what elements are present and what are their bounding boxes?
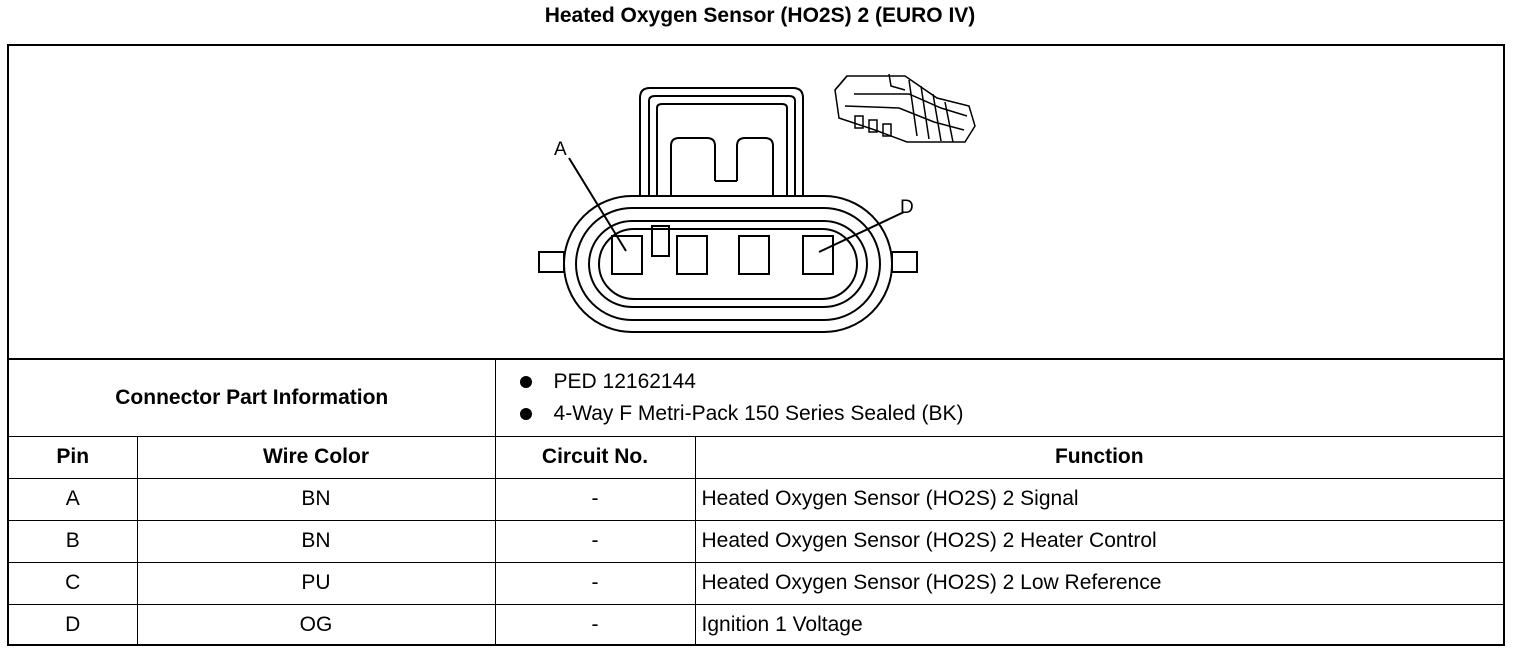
- header-function: Function: [694, 435, 1504, 479]
- connector-info-label: Connector Part Information: [9, 360, 496, 437]
- connector-body: [538, 195, 918, 333]
- connector-part-number: PED 12162144: [519, 366, 1498, 398]
- pin-cavities: [611, 225, 834, 275]
- connector-face-view: A D: [538, 73, 976, 333]
- cell-wire-color: BN: [136, 477, 496, 521]
- table-row: A BN - Heated Oxygen Sensor (HO2S) 2 Sig…: [9, 477, 1504, 521]
- connector-latch: [639, 87, 804, 196]
- table-header-row: Pin Wire Color Circuit No. Function: [9, 435, 1504, 479]
- connector-info-row: Connector Part Information PED 12162144 …: [9, 360, 1504, 437]
- cell-circuit-no: -: [494, 519, 696, 563]
- header-wire-color: Wire Color: [136, 435, 496, 479]
- pinout-table: Connector Part Information PED 12162144 …: [9, 360, 1504, 646]
- cell-circuit-no: -: [494, 603, 696, 646]
- cell-function: Ignition 1 Voltage: [694, 603, 1504, 646]
- header-circuit-no: Circuit No.: [494, 435, 696, 479]
- header-pin: Pin: [9, 435, 138, 479]
- connector-document: A D: [7, 44, 1505, 646]
- page-title: Heated Oxygen Sensor (HO2S) 2 (EURO IV): [544, 4, 976, 27]
- table-row: B BN - Heated Oxygen Sensor (HO2S) 2 Hea…: [9, 519, 1504, 563]
- cell-pin: B: [9, 519, 138, 563]
- cell-wire-color: OG: [136, 603, 496, 646]
- connector-diagram: A D: [9, 46, 1503, 360]
- callout-leader-a: [568, 157, 627, 252]
- cell-wire-color: BN: [136, 519, 496, 563]
- cell-function: Heated Oxygen Sensor (HO2S) 2 Low Refere…: [694, 561, 1504, 605]
- connector-thumbnail: [834, 73, 976, 143]
- cell-circuit-no: -: [494, 477, 696, 521]
- cell-pin: D: [9, 603, 138, 646]
- cell-pin: C: [9, 561, 138, 605]
- callout-leader-d: [818, 211, 905, 253]
- cell-pin: A: [9, 477, 138, 521]
- cell-wire-color: PU: [136, 561, 496, 605]
- cell-function: Heated Oxygen Sensor (HO2S) 2 Heater Con…: [694, 519, 1504, 563]
- table-row: D OG - Ignition 1 Voltage: [9, 603, 1504, 646]
- callout-label-d: D: [900, 197, 914, 218]
- cell-function: Heated Oxygen Sensor (HO2S) 2 Signal: [694, 477, 1504, 521]
- callout-label-a: A: [554, 139, 567, 160]
- connector-description: 4-Way F Metri-Pack 150 Series Sealed (BK…: [519, 398, 1498, 430]
- connector-info-details: PED 12162144 4-Way F Metri-Pack 150 Seri…: [494, 360, 1504, 437]
- table-row: C PU - Heated Oxygen Sensor (HO2S) 2 Low…: [9, 561, 1504, 605]
- cell-circuit-no: -: [494, 561, 696, 605]
